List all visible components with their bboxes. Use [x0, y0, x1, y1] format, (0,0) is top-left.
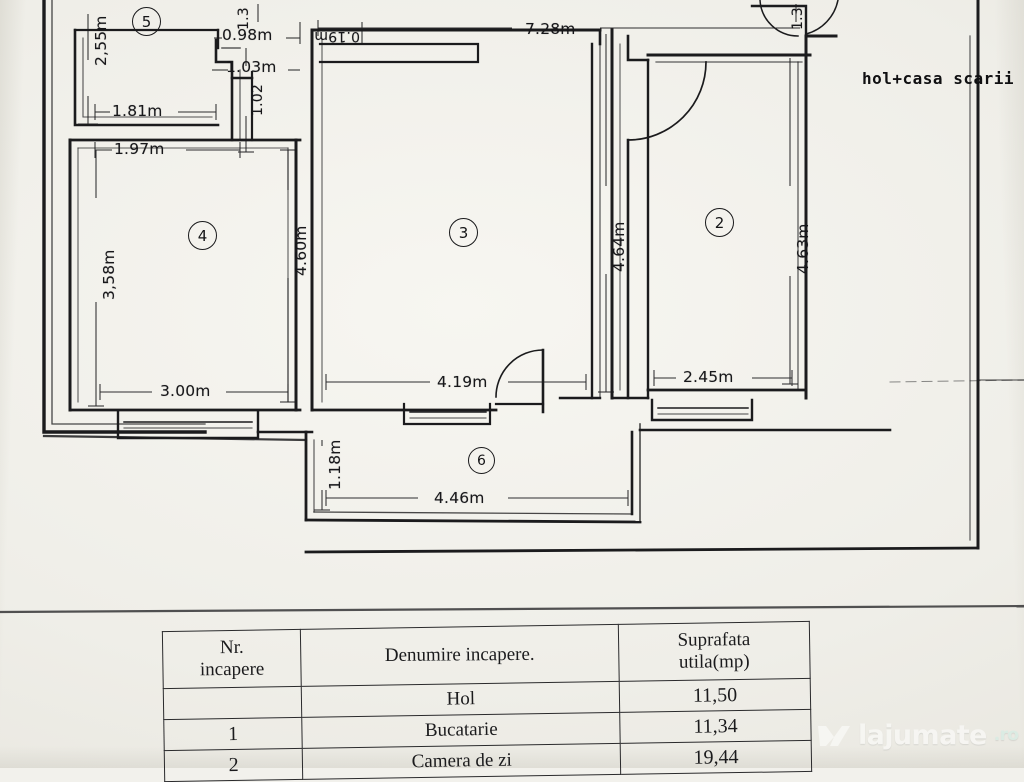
header-denumire-text: Denumire incapere. [385, 643, 536, 666]
dimension-label-1-97: 1.97m [114, 140, 165, 158]
dimension-label-2-55: 2,55m [92, 15, 110, 66]
paper-crease-line [0, 604, 1024, 614]
dimension-label-4-46: 4.46m [434, 489, 485, 507]
wall-room3-top-ledge [318, 42, 480, 64]
dimension-label-4-63: 4.63m [794, 223, 812, 274]
room-marker-6-label: 6 [477, 452, 486, 469]
cell-nr: 1 [163, 717, 303, 751]
dimension-label-4-19: 4.19m [437, 373, 488, 391]
wall-niche-jog [214, 38, 254, 80]
dimension-label-1-18: 1.18m [326, 439, 344, 490]
table-header-row: Nr. incapere Denumire incapere. Suprafat… [162, 621, 811, 689]
door-swing-arc-stairhall [805, 0, 839, 35]
door-swing-arc-entry [759, 0, 799, 37]
cell-denumire: Camera de zi [302, 743, 621, 780]
dimension-label-3-00: 3.00m [160, 382, 211, 400]
header-nr-line1: Nr. [219, 636, 244, 659]
header-suprafata-line2: utila(mp) [679, 651, 751, 673]
watermark-name: lajumate [858, 720, 987, 751]
room-marker-5-label: 5 [141, 12, 152, 31]
wall-building-bottom [304, 546, 980, 554]
dimension-label-4-60: 4.60m [292, 225, 310, 276]
room-marker-6: 6 [468, 447, 495, 474]
dimension-label-0-98: 0.98m [222, 26, 273, 44]
wall-outer-left [42, 0, 207, 434]
dimension-label-3-58: 3,58m [100, 249, 118, 300]
wall-room2-left-top [626, 34, 650, 62]
table-head: Nr. incapere Denumire incapere. Suprafat… [162, 621, 811, 689]
room-schedule-table: Nr. incapere Denumire incapere. Suprafat… [162, 621, 812, 782]
dimension-label-1-3-right: 1.3 [790, 7, 806, 30]
room-marker-2: 2 [705, 208, 734, 237]
column-header-denumire: Denumire incapere. [300, 624, 620, 687]
window-room2 [650, 398, 754, 422]
dimension-label-1-81: 1.81m [112, 102, 163, 120]
header-suprafata-line1: Suprafata [677, 629, 751, 651]
dimension-label-1-02: 1.02 [250, 84, 266, 116]
room-marker-4-label: 4 [197, 226, 208, 245]
room-schedule-table-wrapper: Nr. incapere Denumire incapere. Suprafat… [162, 621, 812, 782]
watermark-tld: .ro [993, 725, 1019, 745]
column-header-nr-incapere: Nr. incapere [162, 629, 302, 689]
dimension-label-1-03: 1.03m [226, 58, 277, 76]
dimension-label-2-45: 2.45m [683, 368, 734, 386]
room-marker-3: 3 [449, 218, 478, 247]
cell-nr: 2 [164, 748, 304, 782]
cell-nr [163, 686, 303, 720]
wall-room5-left [73, 28, 220, 127]
site-watermark: lajumate .ro [817, 720, 1019, 751]
dimension-label-7-28: 7.28m [525, 20, 576, 38]
cell-suprafata: 11,34 [619, 709, 812, 744]
chevron-logo-icon [818, 725, 850, 746]
cell-suprafata: 19,44 [620, 740, 812, 775]
column-header-suprafata: Suprafata utila(mp) [618, 621, 811, 682]
dimension-label-0-19: 0.19m [314, 28, 360, 44]
wall-hall6-bottom [304, 518, 642, 524]
dimension-label-1-3-left: 1.3 [236, 7, 252, 30]
annotation-line-1: hol+casa scarii [862, 69, 1014, 88]
room-marker-2-label: 2 [714, 213, 725, 232]
room-marker-3-label: 3 [458, 223, 469, 242]
door-swing-arc-room2 [627, 61, 707, 141]
room-marker-4: 4 [188, 221, 217, 250]
dimension-lines-group [78, 4, 807, 511]
window-room4 [116, 410, 260, 440]
cell-denumire: Bucatarie [302, 712, 621, 749]
dimension-label-4-64: 4.64m [610, 221, 628, 272]
cell-denumire: Hol [301, 681, 620, 718]
room-marker-5: 5 [132, 7, 161, 36]
table-body: Hol 11,50 1 Bucatarie 11,34 2 Camera de … [163, 678, 812, 782]
annotation-hol-casa-scarii: hol+casa scarii [862, 68, 1014, 90]
header-nr-line2: incapere [199, 658, 265, 681]
window-room3 [402, 402, 492, 426]
cell-suprafata: 11,50 [619, 678, 811, 713]
door-swing-arc-room3 [495, 349, 544, 398]
